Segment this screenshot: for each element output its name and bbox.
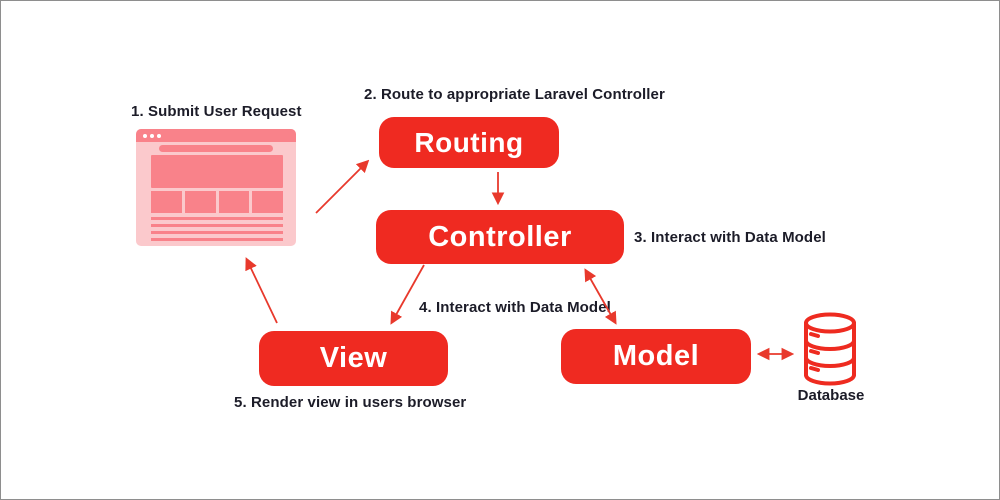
window-control-dot — [157, 133, 161, 138]
browser-address-bar — [159, 145, 273, 152]
window-control-dot — [143, 133, 147, 138]
window-control-dot — [150, 133, 154, 138]
browser-text-line — [151, 224, 283, 227]
browser-hero-block — [151, 155, 283, 188]
routing-node: Routing — [379, 117, 559, 168]
browser-window-icon — [136, 129, 296, 246]
browser-thumbnail-block — [184, 191, 216, 213]
arrow-view-to-browser — [245, 257, 278, 324]
browser-text-line — [151, 217, 283, 220]
step3-label: 3. Interact with Data Model — [634, 229, 826, 246]
controller-node: Controller — [376, 210, 624, 264]
browser-thumbnail-block — [218, 191, 250, 213]
browser-thumbnail-block — [252, 191, 283, 213]
step2-label: 2. Route to appropriate Laravel Controll… — [364, 86, 665, 103]
browser-thumbnail-row — [151, 191, 283, 213]
database-label: Database — [797, 387, 865, 404]
arrow-browser-to-routing — [315, 159, 370, 214]
browser-text-lines — [151, 217, 283, 241]
browser-thumbnail-block — [151, 191, 182, 213]
browser-text-line — [151, 231, 283, 234]
step4-label: 4. Interact with Data Model — [419, 299, 611, 316]
model-node: Model — [561, 329, 751, 384]
step5-label: 5. Render view in users browser — [234, 394, 467, 411]
step1-label: 1. Submit User Request — [131, 103, 302, 120]
browser-titlebar — [136, 129, 296, 142]
database-cylinder-icon — [804, 312, 856, 386]
view-node: View — [259, 331, 448, 386]
browser-text-line — [151, 238, 283, 241]
